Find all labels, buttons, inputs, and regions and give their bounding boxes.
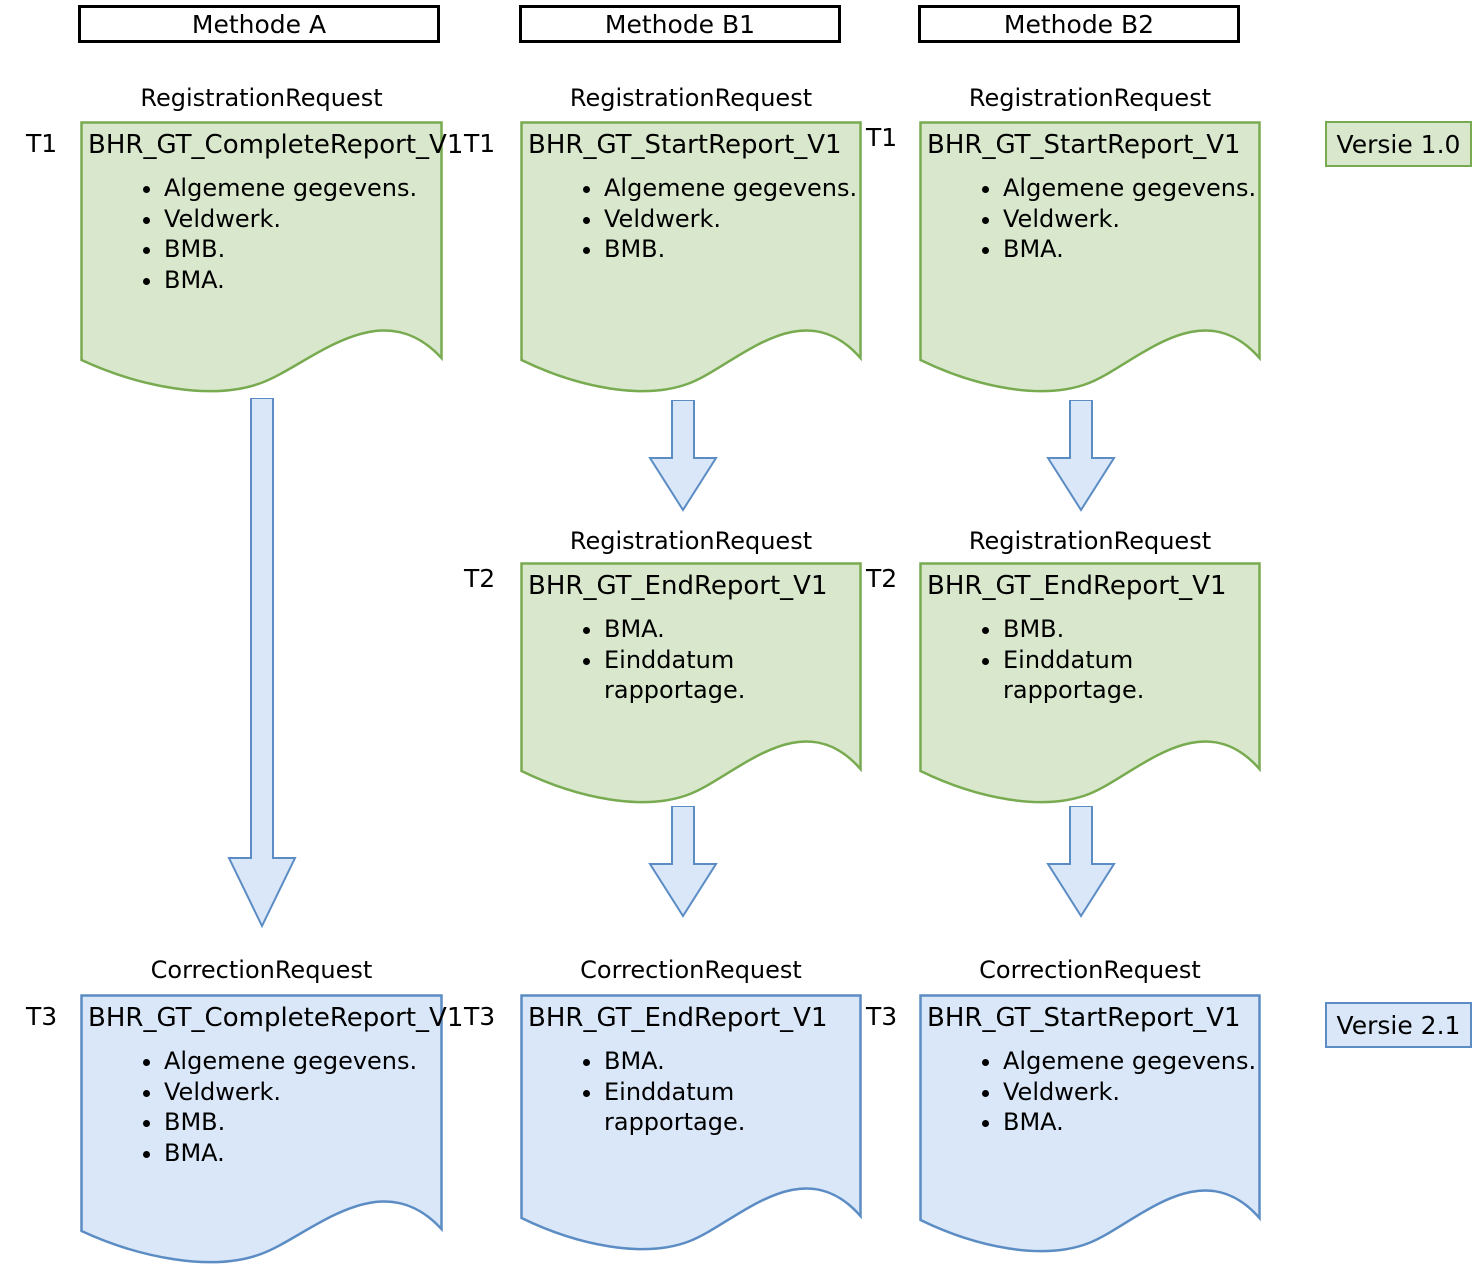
document-title-b1-t1: BHR_GT_StartReport_V1 (528, 130, 842, 160)
list-item: Algemene gegevens. (1003, 173, 1256, 204)
time-label-b1-t1-left: T1 (464, 129, 496, 158)
document-item-list-b2-t2: BMB. Einddatum rapportage. (919, 614, 1211, 706)
list-item: Veldwerk. (1003, 204, 1256, 235)
column-header-label: Methode B2 (1003, 9, 1155, 39)
column-header-methode-a: Methode A (78, 5, 440, 43)
doc-caption-b2-t2: RegistrationRequest (968, 527, 1212, 555)
document-b1-t2[interactable]: BHR_GT_EndReport_V1 BMA. Einddatum rappo… (520, 562, 862, 808)
list-item: Veldwerk. (164, 1077, 417, 1108)
arrow-b1-t2-to-t3 (648, 806, 718, 918)
time-label-b1-t3-right: T3 (866, 1002, 898, 1031)
time-label-b1-t2-right: T2 (866, 564, 898, 593)
doc-caption-b1-t3: CorrectionRequest (580, 956, 802, 984)
document-title-b2-t2: BHR_GT_EndReport_V1 (927, 571, 1227, 601)
doc-caption-b1-t1: RegistrationRequest (569, 84, 813, 112)
document-a-t1[interactable]: BHR_GT_CompleteReport_V1 Algemene gegeve… (80, 121, 463, 399)
list-item: Algemene gegevens. (1003, 1046, 1256, 1077)
list-item: Veldwerk. (604, 204, 857, 235)
column-header-methode-b1: Methode B1 (519, 5, 841, 43)
doc-caption-b1-t2: RegistrationRequest (569, 527, 813, 555)
list-item: Algemene gegevens. (164, 1046, 417, 1077)
arrow-a-t1-to-t3 (227, 398, 297, 928)
list-item: Veldwerk. (164, 204, 417, 235)
document-b1-t3[interactable]: BHR_GT_EndReport_V1 BMA. Einddatum rappo… (520, 994, 862, 1270)
doc-caption-b2-t1: RegistrationRequest (968, 84, 1212, 112)
document-title-a-t1: BHR_GT_CompleteReport_V1 (88, 130, 464, 160)
legend-versie-2-1: Versie 2.1 (1325, 1002, 1472, 1048)
legend-label: Versie 2.1 (1336, 1010, 1461, 1040)
doc-caption-a-t1: RegistrationRequest (140, 84, 383, 112)
arrow-b1-t1-to-t2 (648, 400, 718, 512)
list-item: BMA. (604, 1046, 812, 1077)
arrow-b2-t2-to-t3 (1046, 806, 1116, 918)
time-label-b1-t3-left: T3 (464, 1002, 496, 1031)
list-item: Einddatum rapportage. (604, 1077, 812, 1138)
list-item: Einddatum rapportage. (604, 645, 812, 706)
document-b2-t3[interactable]: BHR_GT_StartReport_V1 Algemene gegevens.… (919, 994, 1261, 1282)
time-label-a-t3-left: T3 (26, 1002, 58, 1031)
document-title-a-t3: BHR_GT_CompleteReport_V1 (88, 1003, 464, 1033)
document-a-t3[interactable]: BHR_GT_CompleteReport_V1 Algemene gegeve… (80, 994, 463, 1282)
time-label-b1-t1-right: T1 (866, 123, 898, 152)
legend-label: Versie 1.0 (1336, 129, 1461, 159)
column-header-label: Methode B1 (604, 9, 756, 39)
document-item-list-b1-t3: BMA. Einddatum rapportage. (520, 1046, 812, 1138)
list-item: BMB. (1003, 614, 1211, 645)
document-title-b2-t3: BHR_GT_StartReport_V1 (927, 1003, 1241, 1033)
column-header-methode-b2: Methode B2 (918, 5, 1240, 43)
list-item: Algemene gegevens. (164, 173, 417, 204)
time-label-a-t1-left: T1 (26, 129, 58, 158)
list-item: Veldwerk. (1003, 1077, 1256, 1108)
list-item: BMA. (1003, 1107, 1256, 1138)
list-item: Einddatum rapportage. (1003, 645, 1211, 706)
time-label-b1-t2-left: T2 (464, 564, 496, 593)
column-header-label: Methode A (191, 9, 327, 39)
document-b2-t2[interactable]: BHR_GT_EndReport_V1 BMB. Einddatum rappo… (919, 562, 1261, 808)
document-title-b1-t3: BHR_GT_EndReport_V1 (528, 1003, 828, 1033)
document-item-list-b1-t2: BMA. Einddatum rapportage. (520, 614, 812, 706)
list-item: BMB. (164, 234, 417, 265)
doc-caption-a-t3: CorrectionRequest (150, 956, 373, 984)
list-item: BMA. (164, 265, 417, 296)
list-item: BMB. (164, 1107, 417, 1138)
document-item-list-b2-t1: Algemene gegevens. Veldwerk. BMA. (919, 173, 1256, 265)
document-b1-t1[interactable]: BHR_GT_StartReport_V1 Algemene gegevens.… (520, 121, 862, 399)
document-b2-t1[interactable]: BHR_GT_StartReport_V1 Algemene gegevens.… (919, 121, 1261, 399)
list-item: BMA. (604, 614, 812, 645)
list-item: BMA. (164, 1138, 417, 1169)
document-item-list-a-t3: Algemene gegevens. Veldwerk. BMB. BMA. (80, 1046, 417, 1169)
list-item: BMA. (1003, 234, 1256, 265)
list-item: BMB. (604, 234, 857, 265)
document-title-b1-t2: BHR_GT_EndReport_V1 (528, 571, 828, 601)
document-title-b2-t1: BHR_GT_StartReport_V1 (927, 130, 1241, 160)
document-item-list-b1-t1: Algemene gegevens. Veldwerk. BMB. (520, 173, 857, 265)
arrow-b2-t1-to-t2 (1046, 400, 1116, 512)
legend-versie-1-0: Versie 1.0 (1325, 121, 1472, 167)
doc-caption-b2-t3: CorrectionRequest (979, 956, 1201, 984)
document-item-list-a-t1: Algemene gegevens. Veldwerk. BMB. BMA. (80, 173, 417, 296)
document-item-list-b2-t3: Algemene gegevens. Veldwerk. BMA. (919, 1046, 1256, 1138)
list-item: Algemene gegevens. (604, 173, 857, 204)
